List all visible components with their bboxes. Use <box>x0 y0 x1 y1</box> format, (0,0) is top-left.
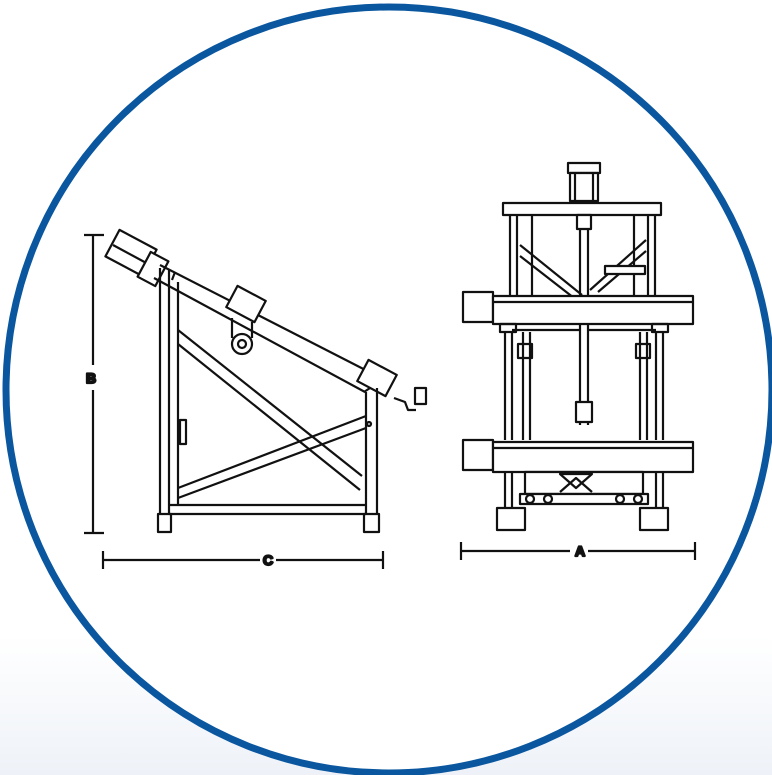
side-view: B C <box>84 228 428 569</box>
dimension-a-label: A <box>575 543 585 559</box>
dimension-c-label: C <box>263 552 273 568</box>
dimension-a <box>459 542 697 560</box>
drive-motor <box>104 228 170 288</box>
middle-uprights <box>503 328 665 440</box>
dimension-c <box>101 551 385 569</box>
lower-cross-beam <box>461 438 695 474</box>
dimension-b <box>84 233 104 535</box>
support-frame <box>156 268 381 534</box>
bearing-block-lower <box>356 358 428 412</box>
end-view: A <box>459 161 697 560</box>
dimension-b-label: B <box>86 370 96 386</box>
bottom-carriage <box>495 470 670 532</box>
bearing-block-upper <box>225 284 267 356</box>
top-motor <box>566 161 602 203</box>
upper-cross-beam <box>461 290 695 334</box>
